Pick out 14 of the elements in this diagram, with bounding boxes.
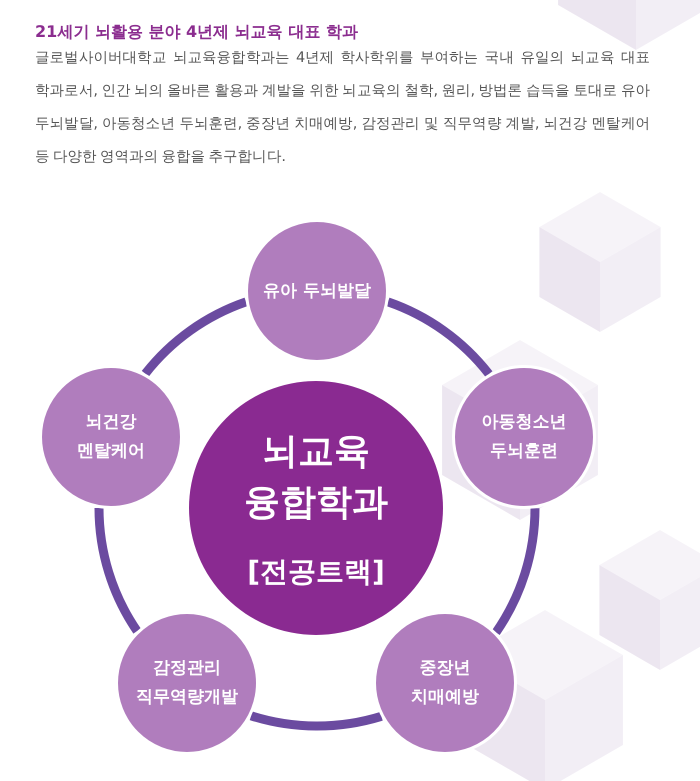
ring-arc-connector: [94, 508, 141, 634]
ring-arc-connector: [250, 711, 382, 730]
description-paragraph: 글로벌사이버대학교 뇌교육융합학과는 4년제 학사학위를 부여하는 국내 유일의 뇌교육 대표 학과로서, 인간 뇌의 올바른 활용과 계발을 위한 뇌교육의 철학, 원리, 방법론 습득을 토대로 유아 두뇌발달, 아동청소년 두뇌훈련, 중장년 치매예방, 감정관리 및 직무역량 계발, 뇌건강 멘탈케어 등 다양한 영역과의 융합을 추구합니다.: [35, 49, 650, 167]
ring-arc-connector: [142, 298, 248, 377]
central-subtitle: [전공트랙]: [247, 554, 385, 590]
circle-label: 감정관리 직무역량개발: [135, 657, 239, 709]
ring-arc-connector: [492, 508, 540, 635]
circle-label: 유아 두뇌발달: [262, 280, 372, 302]
ring-arc-connector: [386, 298, 492, 377]
central-title: 뇌교육 융합학과: [243, 430, 389, 525]
heading: 21세기 뇌활용 분야 4년제 뇌교육 대표 학과: [35, 22, 358, 42]
circle-label: 아동청소년 두뇌훈련: [480, 411, 568, 463]
circle-label: 중장년 치매예방: [410, 657, 480, 709]
circle-label: 뇌건강 멘탈케어: [76, 411, 146, 463]
